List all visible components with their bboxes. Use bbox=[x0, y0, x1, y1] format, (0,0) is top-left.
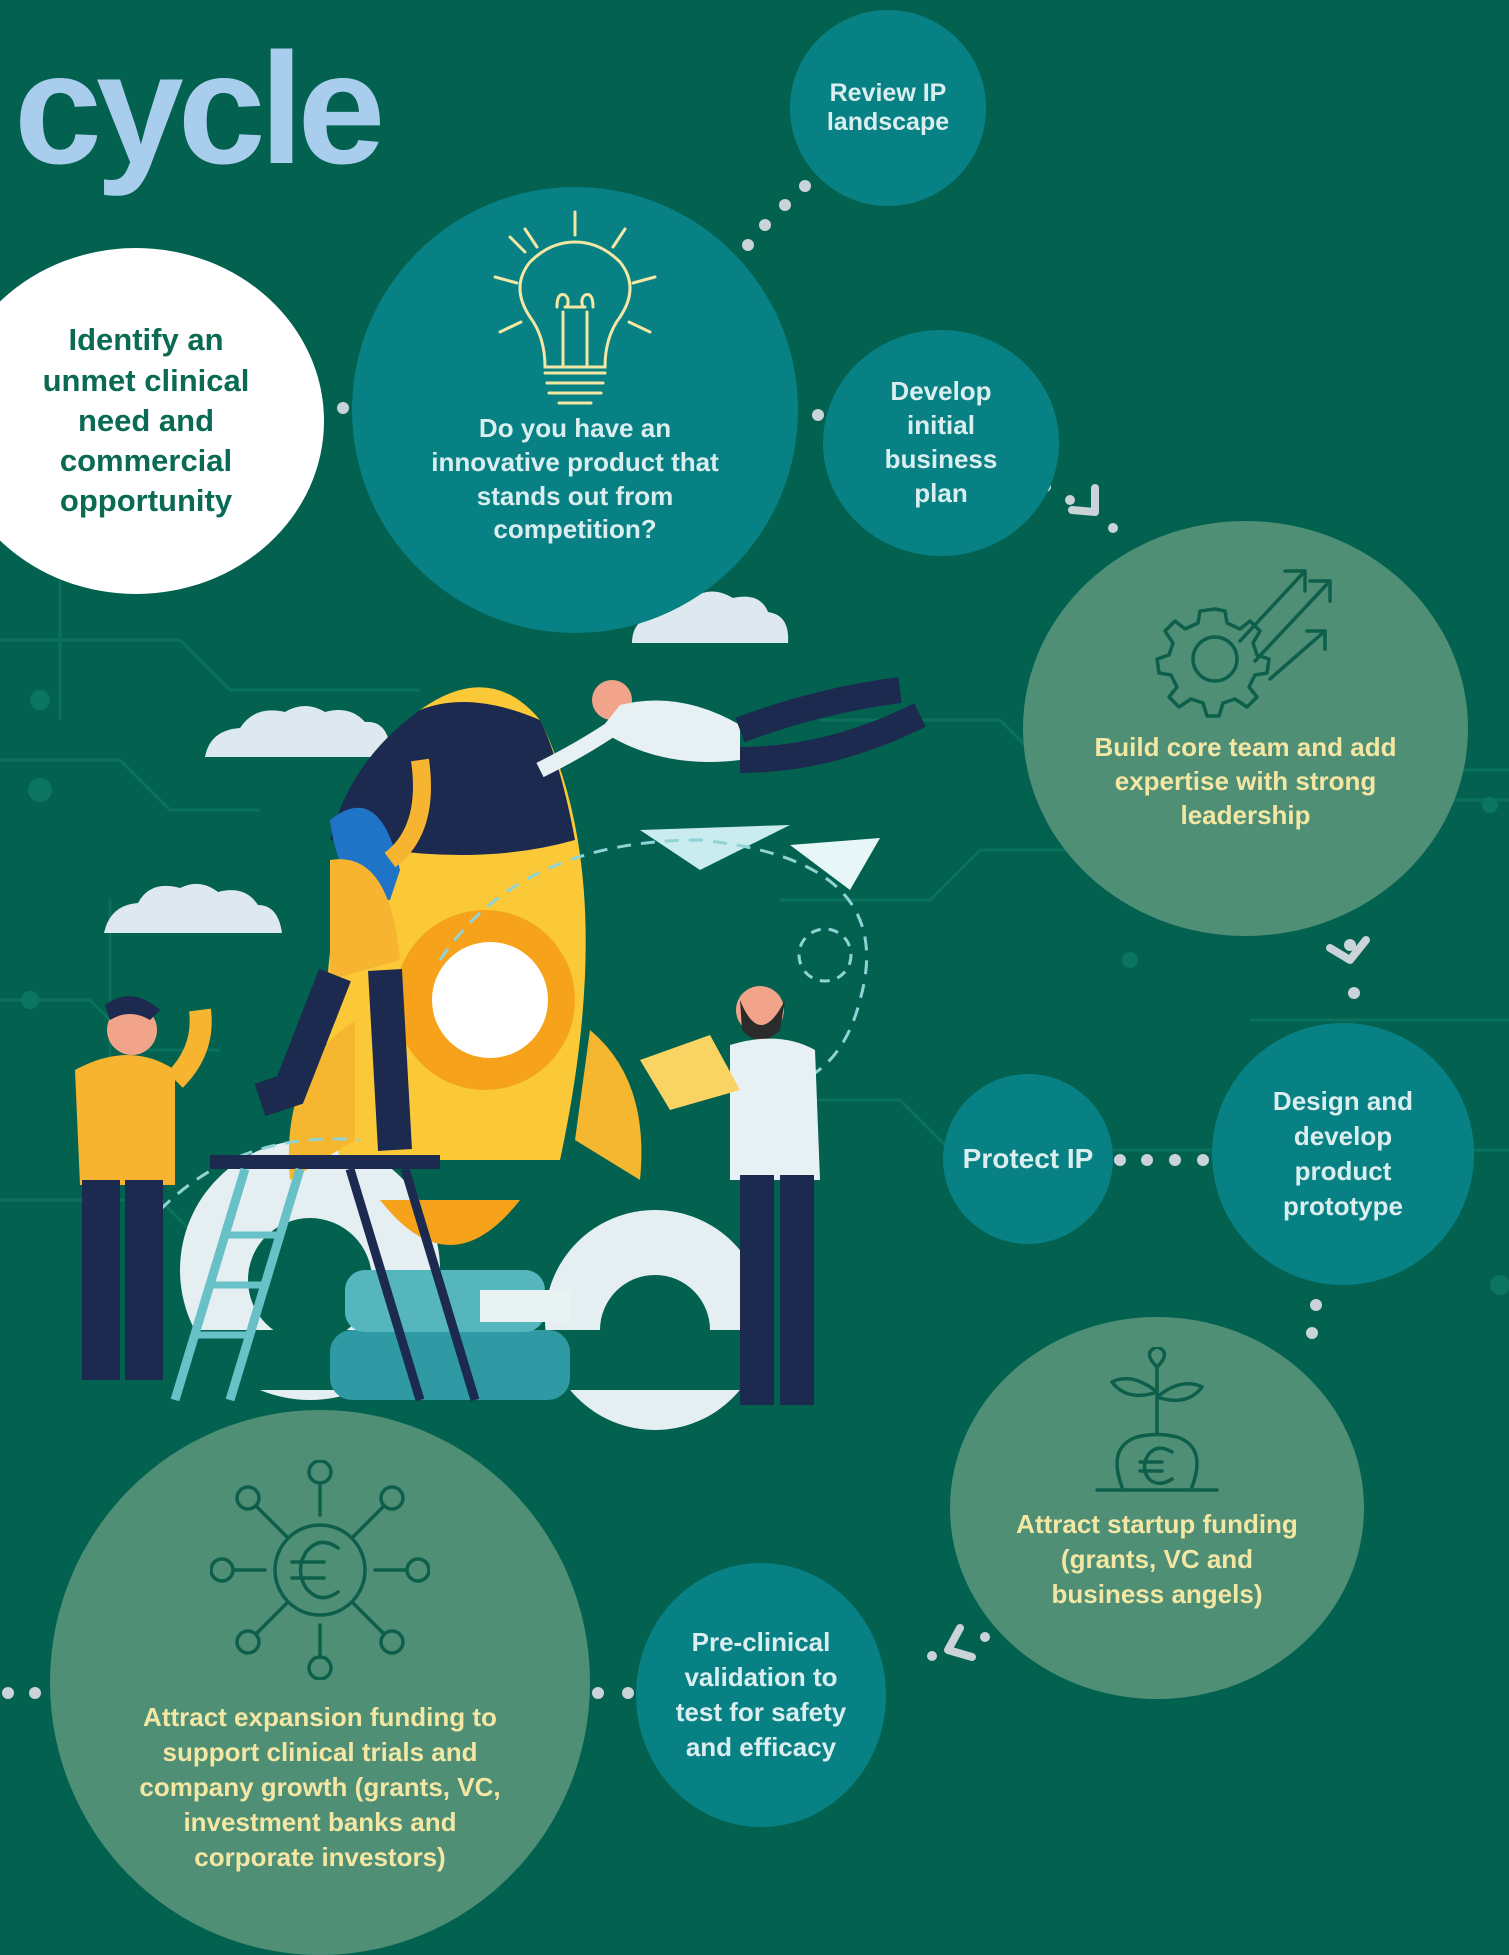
lightbulb-icon bbox=[493, 210, 657, 405]
node-expansion-funding: Attract expansion funding to support cli… bbox=[50, 1410, 590, 1955]
node-startup-funding-label: Attract startup funding (grants, VC and … bbox=[1016, 1509, 1298, 1610]
euro-network-icon bbox=[210, 1460, 430, 1680]
node-innovative-product-label: Do you have an innovative product that s… bbox=[431, 413, 719, 545]
node-innovative-product: Do you have an innovative product that s… bbox=[352, 187, 798, 633]
books-decoration bbox=[330, 1270, 570, 1400]
node-business-plan-label: Develop initial business plan bbox=[884, 376, 998, 508]
direction-arrows bbox=[944, 484, 1370, 1661]
node-design-prototype-label: Design and develop product prototype bbox=[1272, 1085, 1414, 1222]
node-unmet-need-label: Identify an unmet clinical need and comm… bbox=[42, 322, 250, 519]
node-unmet-need: Identify an unmet clinical need and comm… bbox=[0, 248, 324, 594]
person-standing-left bbox=[75, 996, 212, 1380]
node-startup-funding: Attract startup funding (grants, VC and … bbox=[950, 1317, 1364, 1699]
node-review-ip: Review IP landscape bbox=[790, 10, 986, 206]
node-core-team-label: Build core team and add expertise with s… bbox=[1094, 732, 1397, 830]
cloud-decoration bbox=[104, 591, 789, 933]
person-climbing bbox=[254, 758, 431, 1151]
connector-dots bbox=[2, 180, 1360, 1699]
node-business-plan: Develop initial business plan bbox=[823, 330, 1059, 556]
scaffold-illustration bbox=[170, 1155, 480, 1402]
page-title: cycle bbox=[14, 21, 385, 197]
person-flying bbox=[536, 677, 926, 778]
euro-plant-sprout-icon bbox=[1095, 1347, 1219, 1492]
node-preclinical: Pre-clinical validation to test for safe… bbox=[636, 1563, 886, 1827]
node-preclinical-label: Pre-clinical validation to test for safe… bbox=[675, 1626, 847, 1763]
node-protect-ip-label: Protect IP bbox=[962, 1142, 1094, 1174]
node-review-ip-label: Review IP landscape bbox=[826, 79, 950, 136]
node-expansion-funding-label: Attract expansion funding to support cli… bbox=[139, 1702, 501, 1873]
person-holding-paper bbox=[640, 986, 820, 1405]
gear-growth-arrows-icon bbox=[1155, 569, 1332, 718]
paper-plane-decoration bbox=[158, 825, 880, 1212]
node-design-prototype: Design and develop product prototype bbox=[1212, 1023, 1474, 1285]
node-core-team: Build core team and add expertise with s… bbox=[1023, 521, 1468, 936]
node-protect-ip: Protect IP bbox=[943, 1074, 1113, 1244]
